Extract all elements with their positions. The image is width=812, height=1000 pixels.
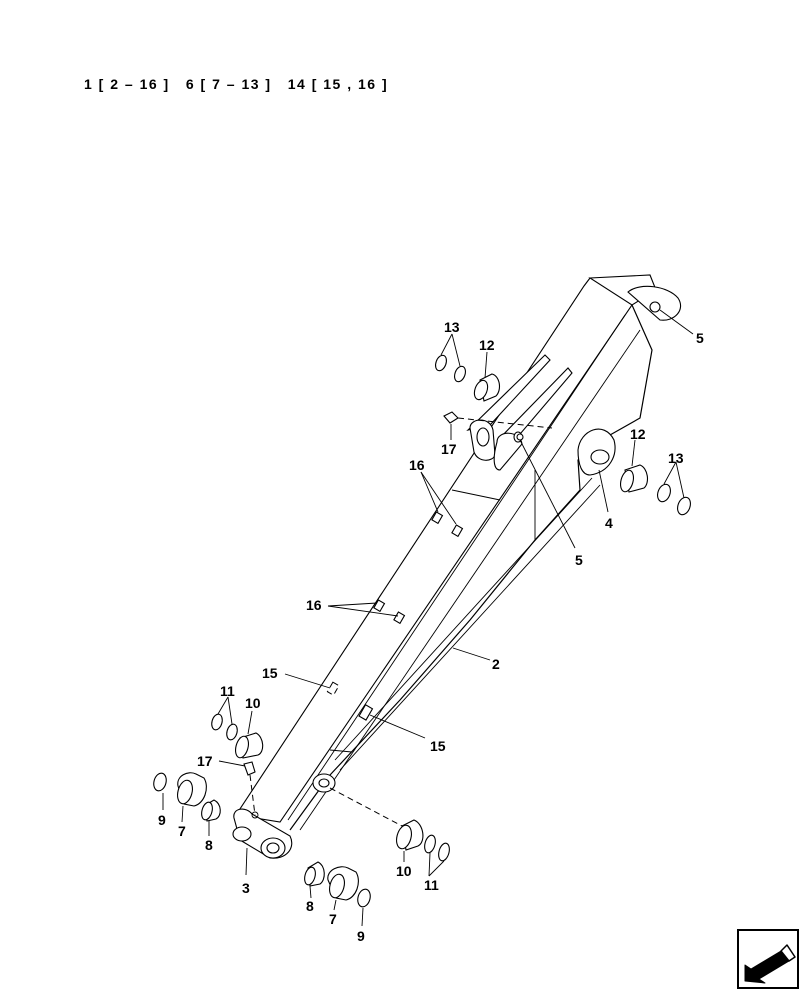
leader-lines xyxy=(162,309,694,927)
callout-7-left: 7 xyxy=(178,823,186,839)
callout-12-upper: 12 xyxy=(479,337,495,353)
callout-17-lower: 17 xyxy=(197,753,213,769)
callout-11-lower: 11 xyxy=(424,877,439,893)
callout-10-upper: 10 xyxy=(245,695,261,711)
callout-8-bottom: 8 xyxy=(306,898,314,914)
boom-hardware xyxy=(153,354,691,908)
callout-12-side: 12 xyxy=(630,426,646,442)
callout-9-left: 9 xyxy=(158,812,166,828)
callout-15-upper: 15 xyxy=(262,665,278,681)
callout-10-lower: 10 xyxy=(396,863,412,879)
callout-11-upper: 11 xyxy=(220,683,235,699)
callout-labels: 13 12 5 17 12 13 16 4 5 16 2 15 11 10 15… xyxy=(158,319,704,944)
arrow-left-down-icon xyxy=(737,929,799,989)
callout-17-upper: 17 xyxy=(441,441,457,457)
callout-7-bottom: 7 xyxy=(329,911,337,927)
callout-8-left: 8 xyxy=(205,837,213,853)
callout-4: 4 xyxy=(605,515,613,531)
callout-13-upper: 13 xyxy=(444,319,460,335)
boom-body xyxy=(232,274,682,859)
callout-13-side: 13 xyxy=(668,450,684,466)
assembly-reference-header: 1 [ 2 – 16 ] 6 [ 7 – 13 ] 14 [ 15 , 16 ] xyxy=(84,76,389,92)
callout-3: 3 xyxy=(242,880,250,896)
callout-2: 2 xyxy=(492,656,500,672)
callout-5-top: 5 xyxy=(696,330,704,346)
callout-15-lower: 15 xyxy=(430,738,446,754)
callout-16-lower: 16 xyxy=(306,597,322,613)
callout-5-mid: 5 xyxy=(575,552,583,568)
callout-16-upper: 16 xyxy=(409,457,425,473)
callout-9-bottom: 9 xyxy=(357,928,365,944)
nav-back-button[interactable] xyxy=(737,929,799,989)
